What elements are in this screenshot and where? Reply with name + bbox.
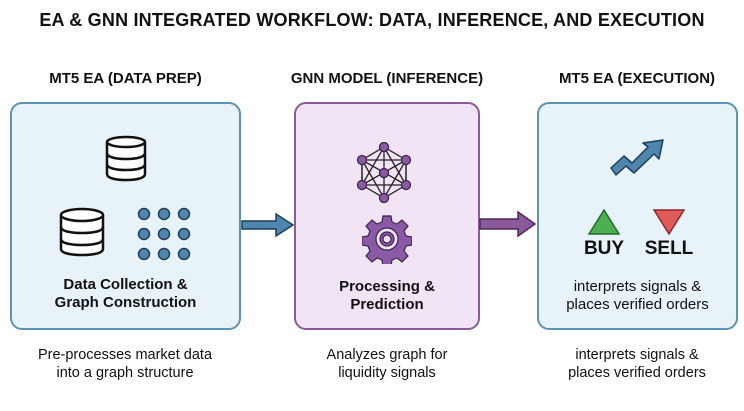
trend-up-arrow-icon <box>610 139 664 176</box>
arrow-right-icon <box>479 210 537 238</box>
buy-triangle-icon <box>587 208 621 235</box>
stage-heading-data-prep: MT5 EA (DATA PREP) <box>49 70 202 87</box>
stage-heading-execution: MT5 EA (EXECUTION) <box>558 70 716 87</box>
caption-line: Pre-processes market data <box>37 347 213 363</box>
inference-label: Processing & Prediction <box>296 278 478 314</box>
neural-network-icon <box>356 142 412 204</box>
arrow-right-icon <box>241 212 295 238</box>
caption-line: into a graph structure <box>56 365 194 381</box>
stage-heading-inference: GNN MODEL (INFERENCE) <box>290 70 484 87</box>
data-prep-label: Data Collection & Graph Construction <box>12 276 239 312</box>
buy-label: BUY <box>583 238 625 259</box>
body-line: places verified orders <box>566 296 709 313</box>
label-line: Processing & <box>339 278 435 295</box>
execution-box: BUY SELL interprets signals & places ver… <box>537 102 738 330</box>
database-icon <box>59 207 105 257</box>
label-line: Data Collection & <box>63 276 188 293</box>
diagram-title: EA & GNN INTEGRATED WORKFLOW: DATA, INFE… <box>39 10 705 30</box>
gear-icon <box>362 215 412 264</box>
label-line: Graph Construction <box>54 294 197 311</box>
body-line: interprets signals & <box>573 278 702 295</box>
sell-triangle-icon <box>652 209 686 236</box>
caption-line: liquidity signals <box>338 365 436 381</box>
data-prep-box: Data Collection & Graph Construction <box>10 102 241 330</box>
caption-line: Analyzes graph for <box>326 347 448 363</box>
inference-caption: Analyzes graph for liquidity signals <box>280 346 494 382</box>
caption-line: places verified orders <box>568 365 706 381</box>
execution-body-text: interprets signals & places verified ord… <box>539 278 736 314</box>
label-line: Prediction <box>350 296 424 313</box>
inference-box: Processing & Prediction <box>294 102 480 330</box>
dot-grid-icon <box>137 207 191 261</box>
database-icon <box>105 135 147 182</box>
execution-caption: interprets signals & places verified ord… <box>530 346 744 382</box>
caption-line: interprets signals & <box>575 347 699 363</box>
data-prep-caption: Pre-processes market data into a graph s… <box>0 346 250 382</box>
sell-label: SELL <box>644 238 694 259</box>
